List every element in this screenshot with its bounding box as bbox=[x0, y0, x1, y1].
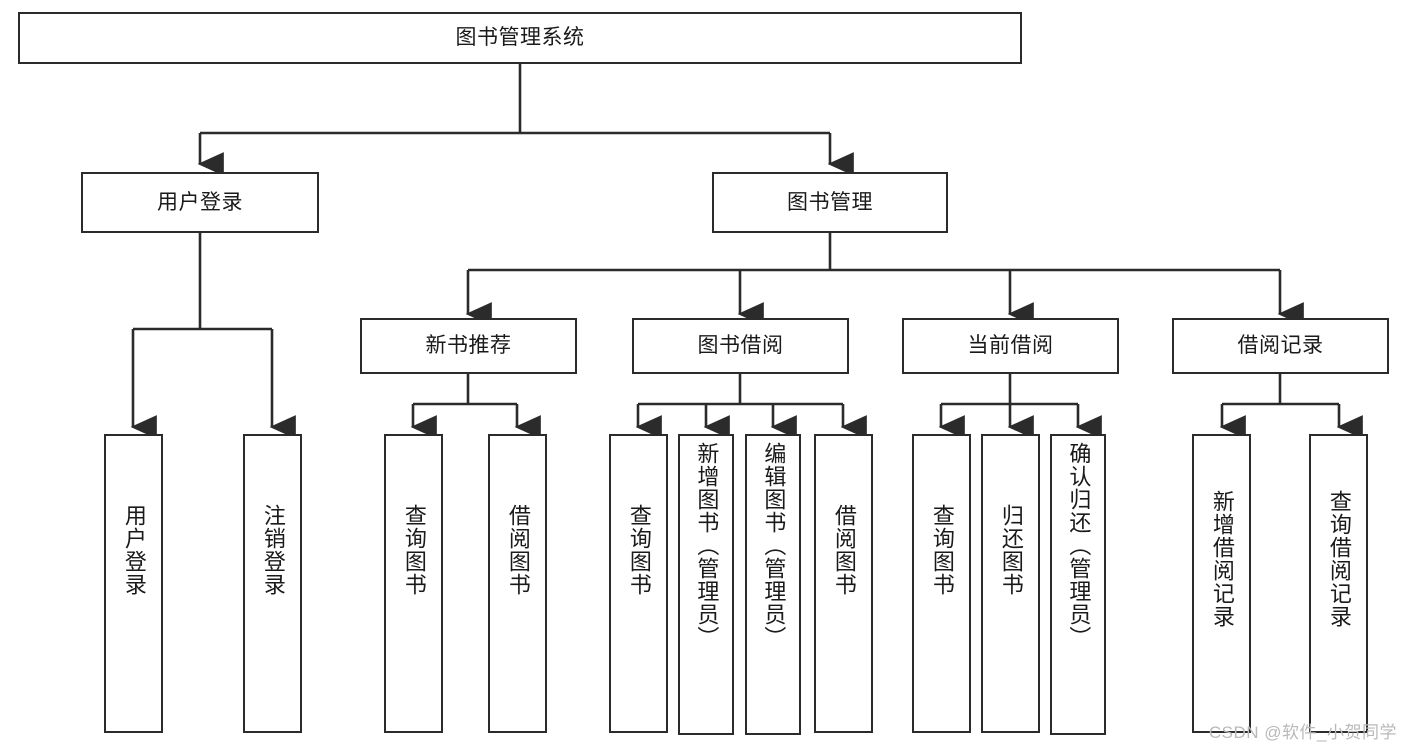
node-label: 新增图书（管理员） bbox=[694, 442, 720, 649]
node-root-system[interactable]: 图书管理系统 bbox=[18, 12, 1022, 64]
leaf-current-confirm-return-admin[interactable]: 确认归还（管理员） bbox=[1050, 434, 1106, 735]
node-label: 查询图书 bbox=[626, 504, 652, 596]
leaf-user-login-login[interactable]: 用户登录 bbox=[104, 434, 163, 733]
leaf-new-book-borrow[interactable]: 借阅图书 bbox=[488, 434, 547, 733]
node-label: 新增借阅记录 bbox=[1209, 490, 1235, 628]
node-borrow-record[interactable]: 借阅记录 bbox=[1172, 318, 1389, 374]
leaf-borrow-query-book[interactable]: 查询图书 bbox=[609, 434, 668, 733]
watermark: CSDN @软件_小贺同学 bbox=[1208, 723, 1397, 742]
node-book-borrow[interactable]: 图书借阅 bbox=[632, 318, 849, 374]
leaf-record-query-record[interactable]: 查询借阅记录 bbox=[1309, 434, 1368, 733]
node-label: 编辑图书（管理员） bbox=[761, 442, 787, 649]
leaf-borrow-add-book-admin[interactable]: 新增图书（管理员） bbox=[678, 434, 734, 735]
node-label: 查询借阅记录 bbox=[1326, 490, 1352, 628]
node-book-management[interactable]: 图书管理 bbox=[712, 172, 948, 233]
node-label: 新书推荐 bbox=[425, 334, 512, 358]
node-label: 查询图书 bbox=[929, 504, 955, 596]
leaf-borrow-borrow-book[interactable]: 借阅图书 bbox=[814, 434, 873, 733]
node-label: 注销登录 bbox=[260, 504, 286, 596]
node-label: 当前借阅 bbox=[967, 334, 1054, 358]
leaf-borrow-edit-book-admin[interactable]: 编辑图书（管理员） bbox=[745, 434, 801, 735]
node-label: 用户登录 bbox=[121, 504, 147, 596]
leaf-new-book-query[interactable]: 查询图书 bbox=[384, 434, 443, 733]
node-label: 借阅图书 bbox=[831, 504, 857, 596]
node-label: 确认归还（管理员） bbox=[1066, 442, 1092, 649]
node-new-book-recommend[interactable]: 新书推荐 bbox=[360, 318, 577, 374]
leaf-user-login-logout[interactable]: 注销登录 bbox=[243, 434, 302, 733]
node-label: 图书借阅 bbox=[697, 334, 784, 358]
leaf-current-return-book[interactable]: 归还图书 bbox=[981, 434, 1040, 733]
node-label: 图书管理 bbox=[787, 190, 873, 214]
leaf-current-query-book[interactable]: 查询图书 bbox=[912, 434, 971, 733]
node-label: 归还图书 bbox=[998, 504, 1024, 596]
leaf-record-add-record[interactable]: 新增借阅记录 bbox=[1192, 434, 1251, 733]
node-label: 用户登录 bbox=[157, 190, 243, 214]
node-current-borrow[interactable]: 当前借阅 bbox=[902, 318, 1119, 374]
node-label: 借阅图书 bbox=[505, 504, 531, 596]
node-label: 查询图书 bbox=[401, 504, 427, 596]
node-label: 图书管理系统 bbox=[455, 26, 585, 50]
node-user-login[interactable]: 用户登录 bbox=[81, 172, 319, 233]
node-label: 借阅记录 bbox=[1237, 334, 1324, 358]
